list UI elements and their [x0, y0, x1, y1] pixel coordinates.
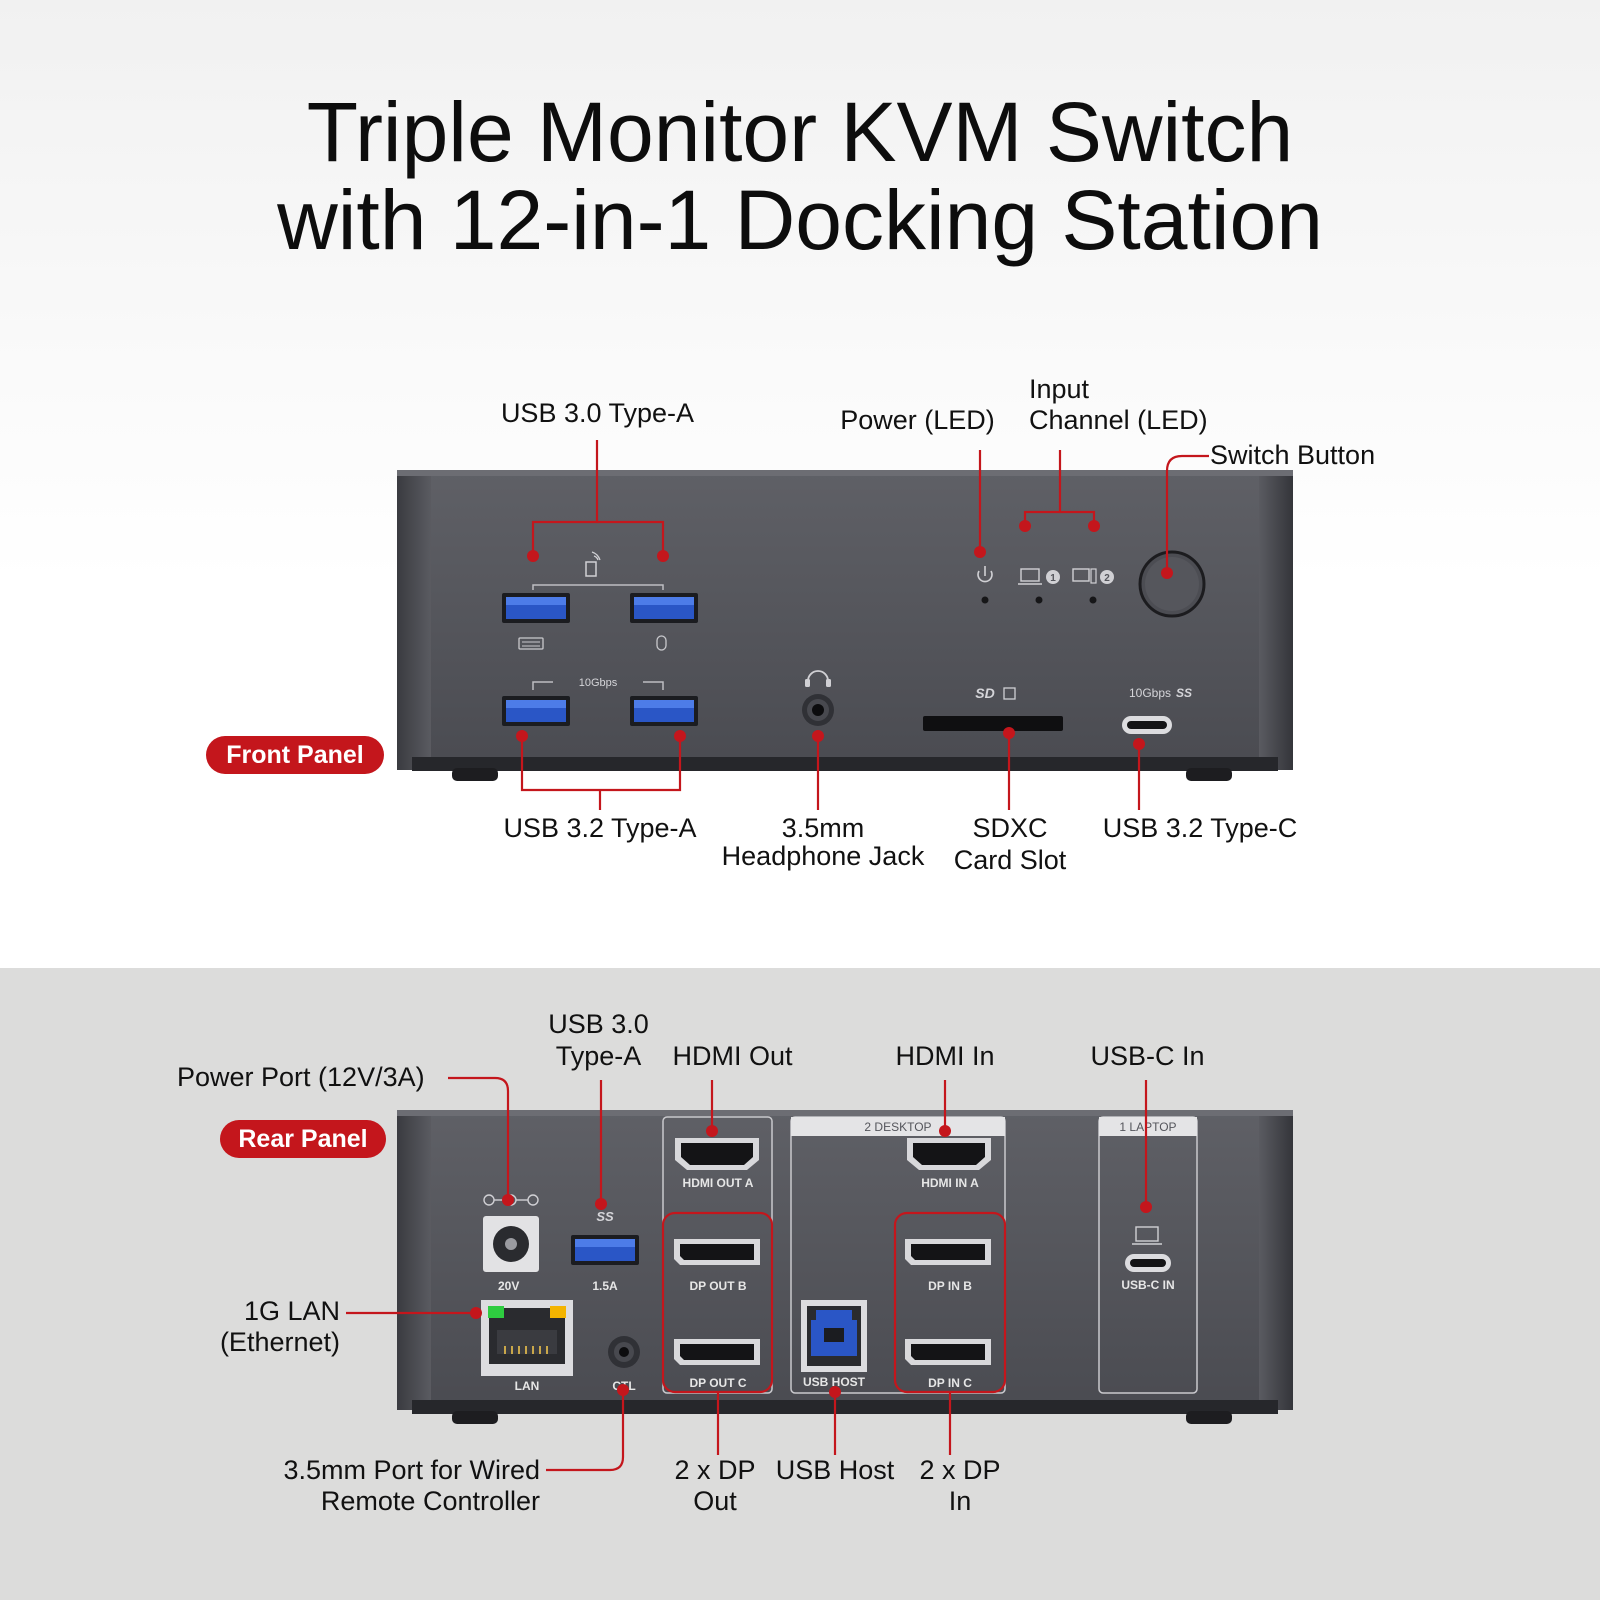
rear-panel-badge: Rear Panel [220, 1120, 386, 1158]
dp-out-b-port [674, 1239, 760, 1265]
label-dp-out-2: Out [693, 1486, 737, 1516]
label-usb32-type-a: USB 3.2 Type-A [503, 813, 697, 843]
title-line-2: with 12-in-1 Docking Station [277, 173, 1323, 267]
front-callouts [520, 440, 1209, 810]
label-ctl-1: 3.5mm Port for Wired [283, 1455, 540, 1485]
label-sdxc-1: SDXC [972, 813, 1048, 843]
svg-text:1: 1 [1050, 573, 1056, 584]
front-usb-ports: 10Gbps [502, 551, 698, 726]
label-lan-2: (Ethernet) [219, 1327, 340, 1357]
usb-c-in-marking: USB-C IN [1121, 1278, 1174, 1292]
label-dp-out-1: 2 x DP [674, 1455, 756, 1485]
label-input-channel-2: Channel (LED) [1029, 405, 1208, 435]
usb-a-port [630, 593, 698, 623]
switch-button[interactable] [1138, 550, 1206, 618]
label-input-channel-1: Input [1029, 374, 1090, 404]
dc-power-port [483, 1216, 539, 1272]
keyboard-icon [518, 637, 544, 650]
label-switch-button: Switch Button [1210, 440, 1376, 470]
front-callout-dots [516, 520, 1173, 750]
front-panel-badge: Front Panel [206, 736, 384, 774]
channel-2-led [1089, 596, 1097, 604]
hdmi-out-marking: HDMI OUT A [683, 1176, 754, 1190]
current-marking: 1.5A [592, 1279, 618, 1293]
usb-host-marking: USB HOST [803, 1375, 866, 1389]
label-power-led: Power (LED) [840, 405, 995, 435]
dp-out-c-port [674, 1339, 760, 1365]
label-usb-host: USB Host [775, 1455, 895, 1485]
label-dp-in-2: In [948, 1486, 972, 1516]
hdmi-in-marking: HDMI IN A [921, 1176, 979, 1190]
desktop-header-bar [791, 1117, 1005, 1136]
laptop-icon: 1 [1018, 568, 1060, 585]
label-power-port: Power Port (12V/3A) [177, 1062, 425, 1092]
label-usb-c-in: USB-C In [1090, 1041, 1205, 1071]
dp-in-c-marking: DP IN C [928, 1376, 972, 1390]
title-line-1: Triple Monitor KVM Switch [306, 85, 1294, 179]
label-dp-in-1: 2 x DP [919, 1455, 1001, 1485]
dp-in-b-marking: DP IN B [928, 1279, 972, 1293]
power-led [981, 596, 989, 604]
sd-card-icon [1003, 687, 1016, 700]
dp-in-b-port [905, 1239, 991, 1265]
sd-card-slot [923, 716, 1063, 731]
label-usb30-type-a: USB 3.0 Type-A [500, 398, 695, 428]
label-hdmi-out: HDMI Out [672, 1041, 793, 1071]
front-usb-c-port [1122, 716, 1172, 734]
label-hdmi-in: HDMI In [895, 1041, 995, 1071]
wireless-dongle-icon [585, 551, 601, 577]
usb-a-port [502, 593, 570, 623]
label-rear-usb30-1: USB 3.0 [548, 1009, 649, 1039]
rear-callout-dots [470, 1125, 1152, 1398]
hdmi-out-port [675, 1138, 759, 1170]
label-headphone-jack-1: 3.5mm [781, 813, 865, 843]
rear-device [397, 1110, 1293, 1424]
rear-usb-a-port [571, 1235, 639, 1265]
dp-in-c-port [905, 1339, 991, 1365]
superspeed-logo-rear: SS [596, 1209, 614, 1224]
superspeed-logo: SS [1176, 686, 1192, 700]
rear-callouts [346, 1076, 1148, 1472]
speed-marking: 10Gbps [579, 677, 618, 689]
laptop-marking: 1 LAPTOP [1119, 1120, 1176, 1134]
channel-1-led [1035, 596, 1043, 604]
headphone-jack [802, 694, 834, 726]
laptop-header-bar [1099, 1117, 1197, 1136]
lan-marking: LAN [515, 1379, 540, 1393]
desktop-icon: 2 [1072, 568, 1114, 584]
svg-text:2: 2 [1104, 573, 1110, 584]
page-title: Triple Monitor KVM Switch with 12-in-1 D… [0, 88, 1600, 264]
usb-a-port [502, 696, 570, 726]
front-device [397, 470, 1293, 781]
dp-out-c-marking: DP OUT C [689, 1376, 746, 1390]
usb-c-in-port [1125, 1254, 1171, 1272]
label-sdxc-2: Card Slot [953, 845, 1067, 875]
ctl-jack [608, 1336, 640, 1368]
sd-logo: SD [975, 685, 994, 701]
usb-a-port [630, 696, 698, 726]
speed-marking-c: 10Gbps [1129, 686, 1171, 700]
label-rear-usb30-2: Type-A [555, 1041, 642, 1071]
lan-port [481, 1300, 573, 1376]
label-headphone-jack-2: Headphone Jack [721, 841, 925, 871]
desktop-marking: 2 DESKTOP [864, 1120, 931, 1134]
hdmi-in-port [907, 1138, 991, 1170]
label-lan-1: 1G LAN [243, 1296, 340, 1326]
mouse-icon [656, 635, 667, 651]
laptop-charge-icon [1132, 1226, 1162, 1245]
power-icon [977, 566, 993, 583]
usb-host-port [801, 1300, 867, 1372]
dp-out-b-marking: DP OUT B [689, 1279, 746, 1293]
label-ctl-2: Remote Controller [320, 1486, 540, 1516]
voltage-marking: 20V [498, 1279, 519, 1293]
headphone-icon [805, 670, 831, 687]
label-usb32-type-c: USB 3.2 Type-C [1102, 813, 1298, 843]
